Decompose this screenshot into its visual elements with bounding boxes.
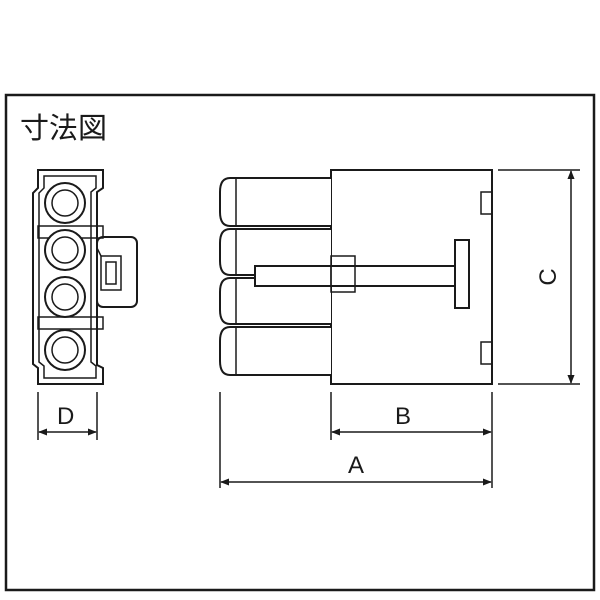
terminal-tube-2 — [219, 228, 331, 276]
dimension-a: A — [219, 392, 492, 488]
cavity-3 — [44, 276, 86, 318]
terminal-tube-3 — [219, 277, 331, 325]
terminal-tube-4 — [219, 326, 331, 376]
dimension-c: C — [498, 169, 580, 385]
connector-side-view — [219, 169, 493, 385]
dimension-b: B — [330, 392, 493, 488]
cavity-1 — [44, 182, 86, 224]
drawing-title: 寸法図 — [20, 111, 107, 145]
cavity-2 — [44, 229, 86, 271]
dimension-d: D — [37, 392, 98, 440]
terminal-tube-1 — [219, 177, 331, 227]
dimension-d-label: D — [57, 403, 74, 430]
cavity-4 — [44, 329, 86, 371]
dimension-a-label: A — [348, 452, 364, 479]
dimension-c-label: C — [535, 268, 562, 285]
drawing-frame — [4, 93, 596, 592]
dimension-b-label: B — [395, 403, 411, 430]
connector-front-view — [32, 169, 138, 385]
